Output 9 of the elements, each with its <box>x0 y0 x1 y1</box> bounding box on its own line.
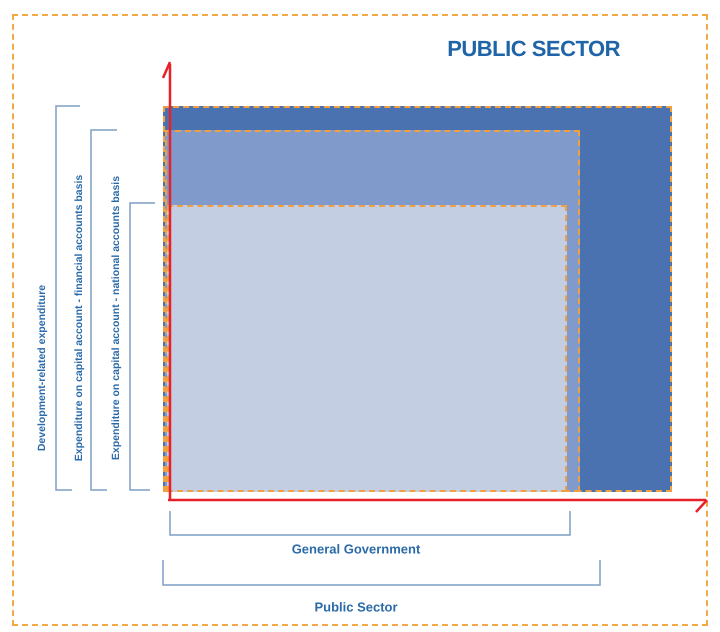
bracket-label: Expenditure on capital account - financial accounts basis <box>73 174 85 462</box>
nested-area-box <box>163 106 672 492</box>
bracket-label: Expenditure on capital account - national accounts basis <box>110 176 122 460</box>
bracket-label: General Government <box>292 542 420 556</box>
bracket-label: Development-related expenditure <box>36 284 48 452</box>
bracket-label: Public Sector <box>314 600 398 614</box>
nested-area-box <box>165 130 580 492</box>
title: PUBLIC SECTOR <box>447 36 620 62</box>
nested-area-box <box>167 205 567 492</box>
